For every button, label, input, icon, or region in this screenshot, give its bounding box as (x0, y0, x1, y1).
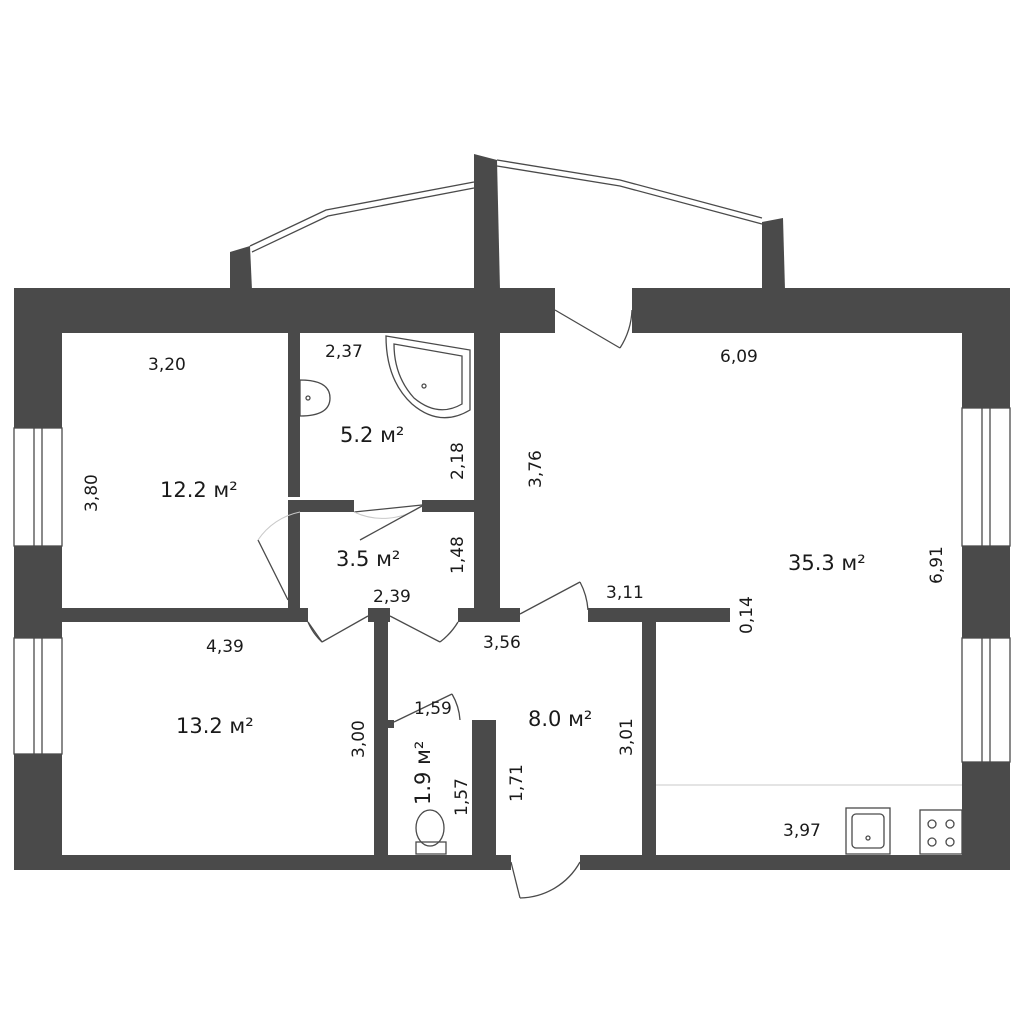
dim-4-39: 4,39 (206, 637, 244, 657)
room-area-35-3: 35.3 м² (788, 551, 866, 575)
room-area-3-5: 3.5 м² (336, 547, 400, 571)
room-area-5-2: 5.2 м² (340, 423, 404, 447)
dim-1-59: 1,59 (414, 699, 452, 719)
dim-3-56: 3,56 (483, 633, 521, 653)
dimension-labels: 3,20 3,80 2,37 2,18 3,76 6,09 6,91 1,48 … (82, 342, 947, 841)
toilet-icon (415, 809, 447, 855)
dim-1-48: 1,48 (448, 536, 468, 574)
room-area-1-9: 1.9 м² (411, 741, 435, 805)
dim-3-11: 3,11 (606, 583, 644, 603)
windows (13, 407, 1011, 763)
sink-icon (299, 379, 331, 417)
dim-2-37: 2,37 (325, 342, 363, 362)
room-area-8-0: 8.0 м² (528, 707, 592, 731)
room-area-12-2: 12.2 м² (160, 478, 238, 502)
dim-3-80: 3,80 (82, 474, 102, 512)
dim-6-91: 6,91 (927, 546, 947, 584)
interior-walls (62, 333, 730, 855)
room-areas: 12.2 м² 5.2 м² 3.5 м² 35.3 м² 13.2 м² 8.… (160, 423, 866, 805)
dim-2-39: 2,39 (373, 587, 411, 607)
kitchen-sink-icon (845, 807, 891, 855)
dim-3-01: 3,01 (617, 718, 637, 756)
bathtub-icon (385, 335, 471, 419)
dim-1-71: 1,71 (507, 764, 527, 802)
stove-icon (919, 809, 963, 855)
dim-3-00: 3,00 (349, 720, 369, 758)
dim-3-20: 3,20 (148, 355, 186, 375)
dim-2-18: 2,18 (448, 442, 468, 480)
doors (257, 309, 633, 899)
room-area-13-2: 13.2 м² (176, 714, 254, 738)
balcony (230, 154, 785, 290)
dim-3-76: 3,76 (526, 450, 546, 488)
dim-6-09: 6,09 (720, 347, 758, 367)
dim-3-97: 3,97 (783, 821, 821, 841)
dim-0-14: 0,14 (737, 596, 757, 634)
dim-1-57: 1,57 (452, 778, 472, 816)
exterior-walls (14, 288, 1010, 870)
